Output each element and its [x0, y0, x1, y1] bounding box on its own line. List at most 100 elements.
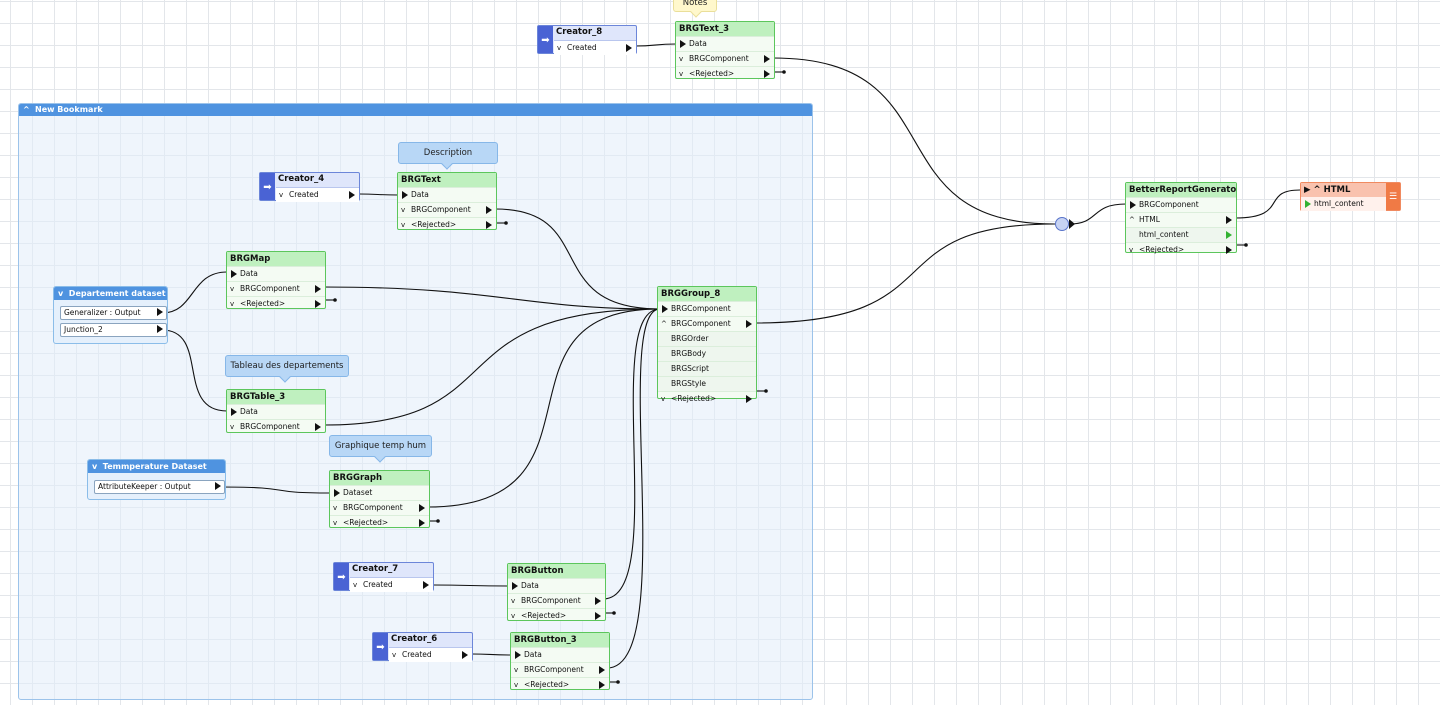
output-arrow-icon[interactable]	[599, 681, 605, 689]
dataset-temperature[interactable]: v Temmperature Dataset AttributeKeeper :…	[87, 459, 226, 500]
chevron-down-icon: v	[333, 519, 338, 527]
output-arrow-icon[interactable]	[626, 44, 632, 52]
dataset-port-attributekeeper-output[interactable]: AttributeKeeper : Output	[94, 480, 225, 494]
chevron-down-icon: v	[511, 597, 516, 605]
input-port-data[interactable]: Data	[227, 266, 325, 281]
input-port-data[interactable]: Data	[511, 647, 609, 662]
dataset-departement[interactable]: v Departement dataset Generalizer : Outp…	[53, 286, 168, 344]
writer-port-html-content[interactable]: html_content	[1301, 197, 1386, 211]
port-label: Generalizer : Output	[64, 308, 141, 317]
port-label: <Rejected>	[1139, 245, 1185, 254]
output-arrow-icon[interactable]	[462, 651, 468, 659]
input-arrow-icon	[512, 582, 518, 590]
output-arrow-icon[interactable]	[599, 666, 605, 674]
output-arrow-icon[interactable]	[746, 320, 752, 328]
annotation-tableau[interactable]: Tableau des departements	[225, 355, 349, 383]
output-arrow-icon[interactable]	[423, 581, 429, 589]
output-arrow-icon[interactable]	[315, 300, 321, 308]
output-arrow-icon[interactable]	[746, 395, 752, 403]
annotation-notes[interactable]: Notes	[673, 0, 717, 18]
output-arrow-icon[interactable]	[764, 55, 770, 63]
input-port-data[interactable]: Data	[508, 578, 605, 593]
output-arrow-icon[interactable]	[157, 325, 163, 333]
port-label: Created	[289, 190, 319, 199]
output-arrow-icon[interactable]	[595, 597, 601, 605]
dataset-port-junction-2[interactable]: Junction_2	[60, 323, 167, 337]
input-port-data[interactable]: Data	[227, 404, 325, 419]
output-arrow-icon[interactable]	[315, 423, 321, 431]
input-port-brgcomponent[interactable]: BRGComponent	[658, 301, 756, 316]
annotation-graphique[interactable]: Graphique temp hum	[329, 435, 432, 463]
transformer-brggroup-8[interactable]: BRGGroup_8 BRGComponent ^BRGComponent BR…	[657, 286, 757, 403]
dataset-title[interactable]: v Departement dataset	[54, 287, 167, 300]
chevron-up-icon: ^	[661, 320, 667, 328]
output-arrow-icon[interactable]	[215, 482, 221, 490]
output-arrow-icon[interactable]	[157, 308, 163, 316]
output-port-rejected[interactable]: v<Rejected>	[227, 296, 325, 311]
output-port-html[interactable]: ^HTML	[1126, 212, 1236, 227]
output-arrow-icon[interactable]	[1226, 246, 1232, 254]
annotation-notes-text: Notes	[682, 0, 708, 8]
output-arrow-icon[interactable]	[486, 221, 492, 229]
output-port-brgcomponent[interactable]: ^BRGComponent	[658, 316, 756, 331]
output-arrow-icon[interactable]	[1226, 216, 1232, 224]
output-arrow-icon[interactable]	[349, 191, 355, 199]
input-port-data[interactable]: Data	[676, 36, 774, 51]
bookmark-header[interactable]: ^New Bookmark	[19, 104, 812, 116]
chevron-down-icon: v	[679, 70, 684, 78]
annotation-description[interactable]: Description	[398, 142, 498, 170]
output-port-rejected[interactable]: v<Rejected>	[508, 608, 605, 623]
output-port-rejected[interactable]: v<Rejected>	[511, 677, 609, 692]
output-port-rejected[interactable]: v<Rejected>	[676, 66, 774, 81]
output-port-rejected[interactable]: v<Rejected>	[330, 515, 429, 530]
input-port-data[interactable]: Data	[398, 187, 496, 202]
creator-title: Creator_7	[352, 564, 399, 574]
attribute-html-content[interactable]: html_content	[1126, 227, 1236, 242]
output-port-rejected[interactable]: v<Rejected>	[1126, 242, 1236, 257]
transformer-better-report-generator[interactable]: BetterReportGenerator BRGComponent ^HTML…	[1125, 182, 1237, 254]
port-label: BRGComponent	[521, 596, 581, 605]
input-port-brgcomponent[interactable]: BRGComponent	[1126, 197, 1236, 212]
junction-icon[interactable]	[1055, 217, 1069, 231]
port-label: <Rejected>	[240, 299, 286, 308]
output-arrow-icon[interactable]	[486, 206, 492, 214]
output-port-brgcomponent[interactable]: v BRGComponent	[508, 593, 605, 608]
output-arrow-icon[interactable]	[419, 504, 425, 512]
output-port-rejected[interactable]: v<Rejected>	[658, 391, 756, 406]
dataset-port-generalizer-output[interactable]: Generalizer : Output	[60, 306, 167, 320]
dataset-title[interactable]: v Temmperature Dataset	[88, 460, 225, 473]
output-port-rejected[interactable]: v<Rejected>	[398, 217, 496, 232]
input-port-dataset[interactable]: Dataset	[330, 485, 429, 500]
output-arrow-icon[interactable]	[595, 612, 601, 620]
writer-html[interactable]: ▶ ^ HTML html_content ☰	[1300, 182, 1401, 211]
attribute-arrow-icon[interactable]	[1226, 231, 1232, 239]
collapse-caret-icon[interactable]: ^	[23, 105, 30, 114]
output-arrow-icon[interactable]	[419, 519, 425, 527]
creator-title: Creator_4	[278, 174, 325, 184]
output-arrow-icon[interactable]	[315, 285, 321, 293]
output-arrow-icon[interactable]	[764, 70, 770, 78]
creator-icon: ➡	[538, 26, 553, 53]
